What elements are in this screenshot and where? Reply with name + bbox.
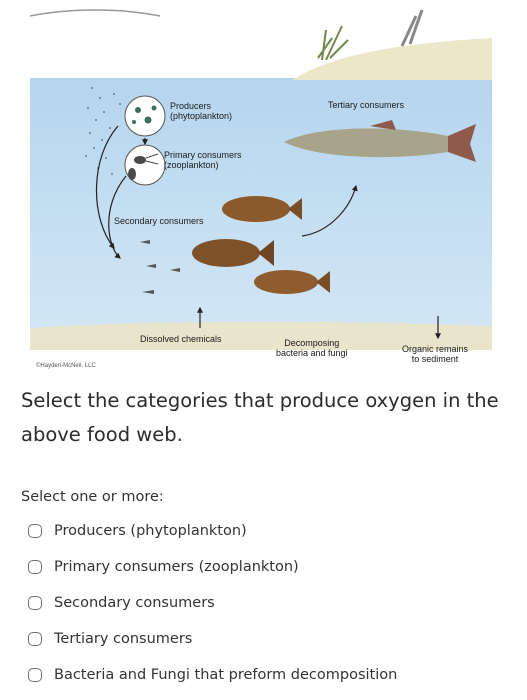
food-web-illustration [29,8,492,350]
label-tertiary-consumers: Tertiary consumers [328,100,405,110]
label-producers: Producers(phytoplankton) [170,101,233,121]
arrow-primary-to-secondary [108,175,127,259]
option-label: Producers (phytoplankton) [54,523,247,539]
arrow-secondary-to-tertiary [301,184,358,237]
horizon-line [29,9,161,17]
sediment [30,321,492,350]
small-fish-group [140,240,180,294]
option-label: Bacteria and Fungi that preform decompos… [54,667,398,683]
food-web-diagram: Producers(phytoplankton) Primary consume… [29,8,492,369]
plankton-dots [85,87,121,175]
checkbox-primary-consumers[interactable] [28,560,42,574]
secondary-fish-2 [192,239,274,267]
checkbox-producers[interactable] [28,524,42,538]
secondary-fish-1 [222,196,302,222]
grass [317,25,349,61]
option-label: Primary consumers (zooplankton) [54,559,299,575]
label-dissolved-chemicals: Dissolved chemicals [140,334,222,344]
option-label: Tertiary consumers [54,631,193,647]
option-tertiary-consumers[interactable]: Tertiary consumers [28,627,192,651]
shore [292,38,492,80]
option-secondary-consumers[interactable]: Secondary consumers [28,591,215,615]
arrow-producers-to-secondary [95,125,119,249]
copyright-text: ©Hayden-McNeil, LLC [36,363,96,369]
select-prompt: Select one or more: [21,489,164,505]
option-decomposers[interactable]: Bacteria and Fungi that preform decompos… [28,663,397,687]
producers-circle [124,95,166,137]
secondary-fish-3 [254,270,330,294]
tertiary-pike [284,120,476,162]
checkbox-decomposers[interactable] [28,668,42,682]
checkbox-tertiary-consumers[interactable] [28,632,42,646]
bird-legs [400,9,424,47]
checkbox-secondary-consumers[interactable] [28,596,42,610]
zooplankton-icon [128,153,159,180]
option-primary-consumers[interactable]: Primary consumers (zooplankton) [28,555,299,579]
label-primary-consumers: Primary consumers(zooplankton) [164,150,242,170]
label-secondary-consumers: Secondary consumers [114,216,204,226]
option-label: Secondary consumers [54,595,215,611]
option-producers[interactable]: Producers (phytoplankton) [28,519,247,543]
phytoplankton-icon [132,105,157,124]
question-text: Select the categories that produce oxyge… [21,389,499,446]
